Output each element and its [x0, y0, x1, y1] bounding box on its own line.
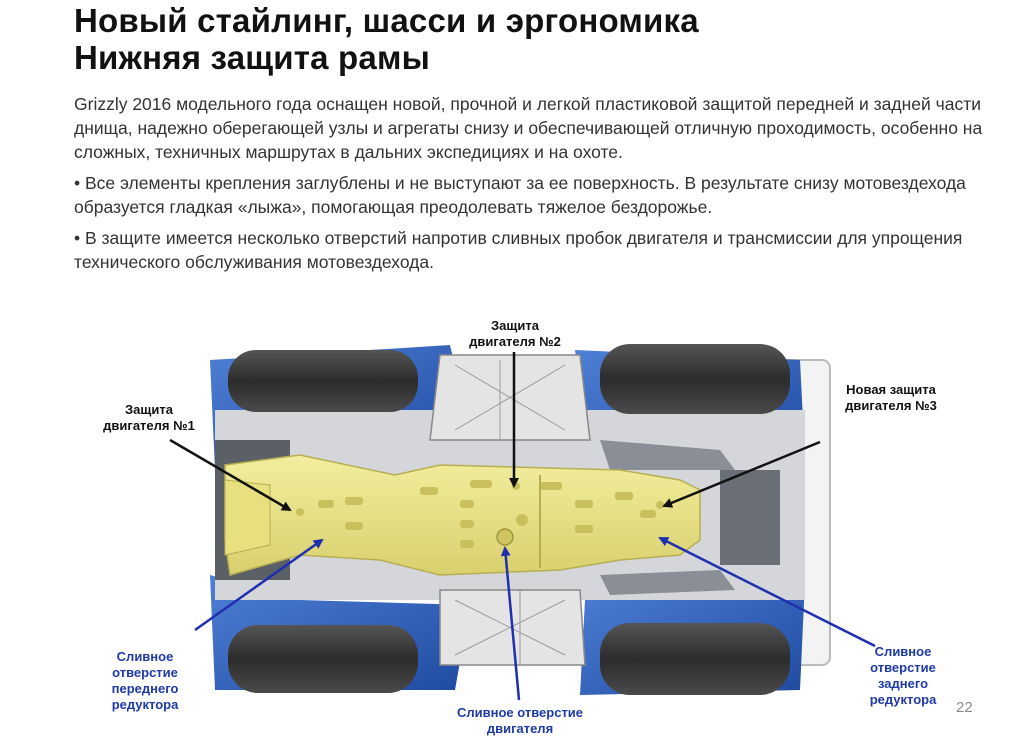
grid-lines — [454, 360, 566, 665]
front-right-tire — [228, 625, 418, 693]
drain-rear-arrow — [658, 536, 876, 648]
title-line-2: Нижняя защита рамы — [74, 39, 430, 76]
rear-swingarm — [600, 440, 735, 470]
front-left-tire — [228, 350, 418, 412]
bullet-drain-holes: • В защите имеется несколько отверстий н… — [74, 228, 963, 272]
title-line-1: Новый стайлинг, шасси и эргономика — [74, 2, 699, 39]
drain-engine-arrow — [500, 546, 521, 701]
page-number: 22 — [956, 699, 973, 716]
engine-drain-hole — [496, 528, 514, 546]
slide-body: Grizzly 2016 модельного года оснащен нов… — [74, 92, 986, 281]
drain-front-label: Сливное отверстие переднего редуктора — [111, 649, 179, 712]
rear-suspension — [720, 470, 780, 565]
drain-rear-label: Сливное отверстие заднего редуктора — [869, 644, 937, 707]
skid-plate — [224, 454, 701, 576]
rear-swingarm-lower — [600, 570, 735, 595]
skid-plate-front-nose — [224, 479, 271, 556]
guard2-label: Защита двигателя №2 — [469, 318, 561, 349]
rear-left-tire — [600, 344, 790, 414]
drain-front-arrow — [194, 538, 324, 632]
guard1-label: Защита двигателя №1 — [103, 402, 195, 433]
guard3-label: Новая защита двигателя №3 — [845, 382, 937, 413]
drain-engine-label: Сливное отверстие двигателя — [456, 705, 584, 736]
guard1-arrow — [169, 438, 292, 512]
bullet-mounting: • Все элементы крепления заглублены и не… — [74, 173, 966, 217]
guard3-arrow — [662, 440, 821, 508]
intro-paragraph: Grizzly 2016 модельного года оснащен нов… — [74, 94, 983, 162]
slide-title: Новый стайлинг, шасси и эргономика Нижня… — [74, 2, 699, 76]
rear-right-tire — [600, 623, 790, 695]
